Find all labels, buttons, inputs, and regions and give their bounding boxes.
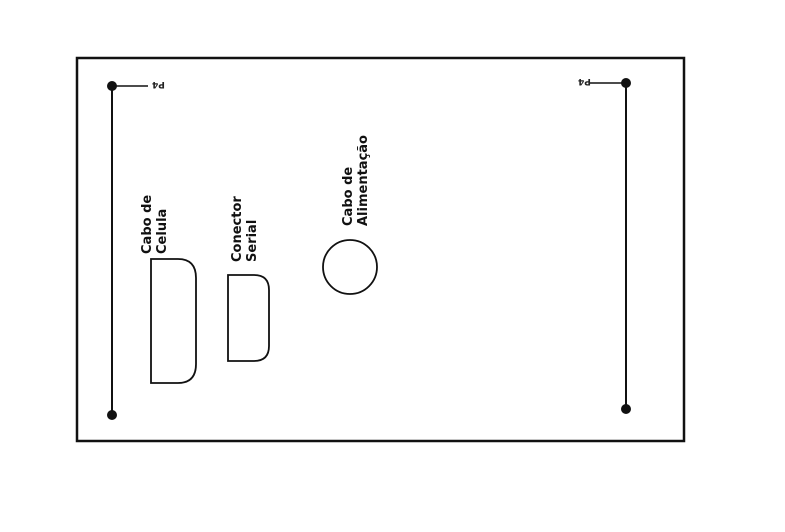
left-mounting-rail: P4 <box>107 79 165 420</box>
conector-serial-connector <box>227 274 270 362</box>
conector-serial-label-line2: Serial <box>245 220 260 262</box>
left-bottom-hole <box>107 410 117 420</box>
conector-serial-label-line1: Conector <box>230 196 245 262</box>
conector-serial-label: Conector Serial <box>230 196 260 262</box>
panel-border <box>75 56 686 443</box>
cabo-celula-label-line2: Celula <box>155 209 170 254</box>
cabo-alimentacao-label: Cabo de Alimentação <box>341 135 371 226</box>
right-mounting-rail: P4 <box>578 76 631 414</box>
cabo-celula-label-line1: Cabo de <box>140 195 155 254</box>
cabo-celula-label: Cabo de Celula <box>140 195 170 254</box>
right-bottom-hole <box>621 404 631 414</box>
left-marker-label: P4 <box>152 79 165 89</box>
right-marker-label: P4 <box>578 76 591 86</box>
cabo-alimentacao-port <box>322 239 378 295</box>
cabo-celula-connector <box>150 258 197 384</box>
cabo-alimentacao-label-line2: Alimentação <box>356 135 371 226</box>
cabo-alimentacao-label-line1: Cabo de <box>341 167 356 226</box>
